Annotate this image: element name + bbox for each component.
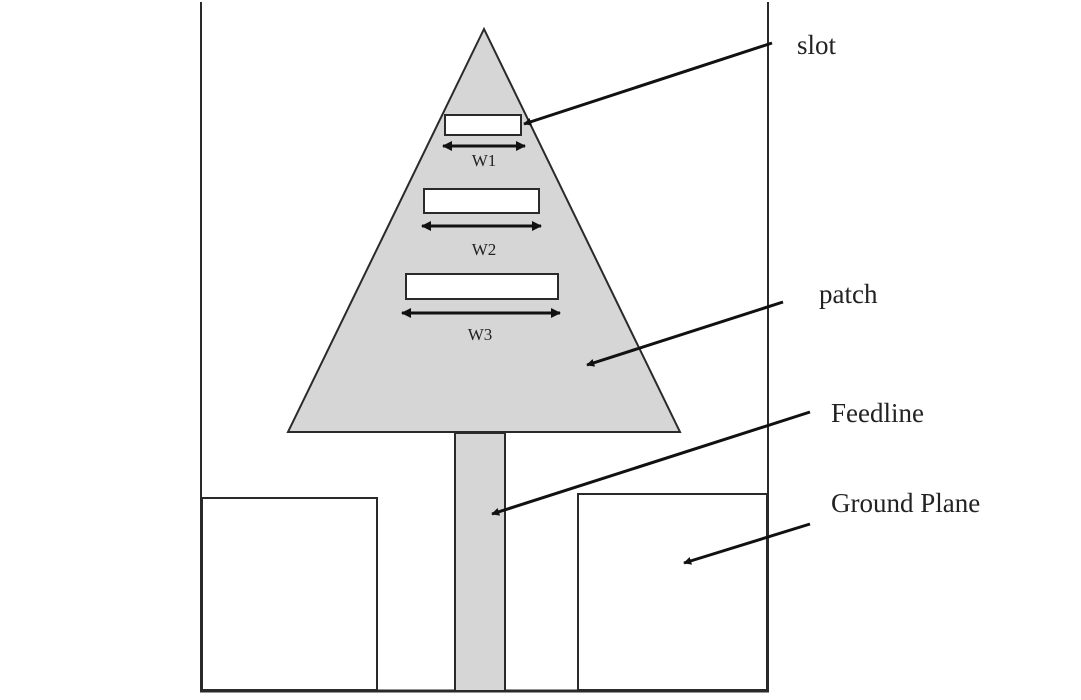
patch-callout-arrow [586, 300, 784, 367]
ground-plane-right [577, 493, 768, 691]
ground-plane-callout-arrow [683, 522, 811, 565]
patch-label: patch [819, 279, 878, 309]
slot-3 [405, 273, 559, 300]
triangular-patch [286, 26, 682, 433]
w3-label: W3 [468, 325, 493, 344]
ground-plane-left [201, 497, 378, 691]
feedline-callout-arrow [491, 410, 811, 516]
slot-label: slot [797, 30, 837, 60]
slot-1 [444, 114, 522, 136]
w1-label: W1 [472, 151, 497, 170]
slot-2 [423, 188, 540, 214]
slot-callout-arrow [523, 41, 773, 126]
feedline-strip [454, 432, 506, 692]
w2-label: W2 [472, 240, 497, 259]
ground-plane-label: Ground Plane [831, 488, 980, 518]
feedline-label: Feedline [831, 398, 924, 428]
